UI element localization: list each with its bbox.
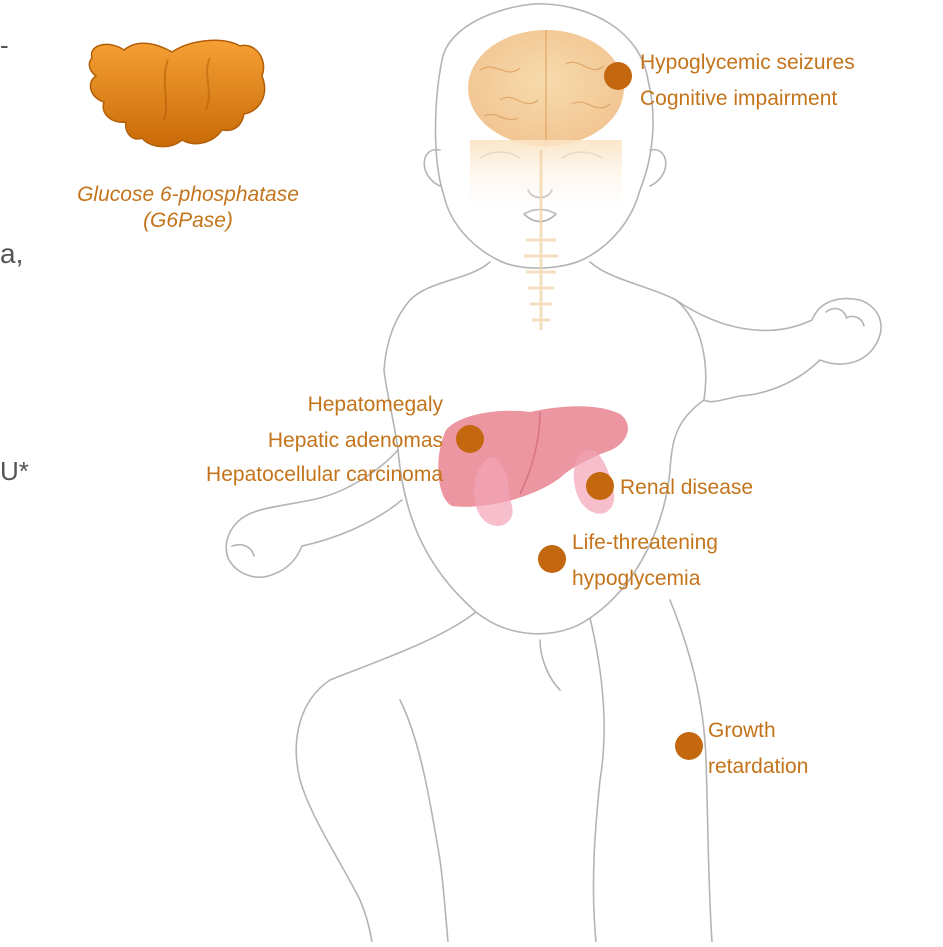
marker-abdomen	[538, 545, 566, 573]
label-hepatic-adenomas: Hepatic adenomas	[268, 428, 443, 453]
edge-text-top: -	[0, 30, 9, 61]
enzyme-abbreviation: (G6Pase)	[58, 208, 318, 234]
label-hepatocellular-carcinoma: Hepatocellular carcinoma	[206, 462, 443, 487]
edge-text-middle: a,	[0, 238, 23, 270]
label-hepatomegaly: Hepatomegaly	[308, 392, 443, 417]
label-cognitive-impairment: Cognitive impairment	[640, 86, 837, 111]
label-renal-disease: Renal disease	[620, 475, 753, 500]
marker-leg	[675, 732, 703, 760]
brain-icon	[468, 30, 624, 220]
enzyme-name: Glucose 6-phosphatase	[58, 182, 318, 208]
edge-text-lower: U*	[0, 456, 29, 487]
label-hypoglycemic-seizures: Hypoglycemic seizures	[640, 50, 855, 75]
marker-liver	[456, 425, 484, 453]
label-growth: Growth	[708, 718, 776, 743]
marker-brain	[604, 62, 632, 90]
enzyme-icon	[89, 40, 264, 146]
label-life-threatening: Life-threatening	[572, 530, 718, 555]
label-hypoglycemia: hypoglycemia	[572, 566, 700, 591]
label-retardation: retardation	[708, 754, 808, 779]
marker-kidney	[586, 472, 614, 500]
